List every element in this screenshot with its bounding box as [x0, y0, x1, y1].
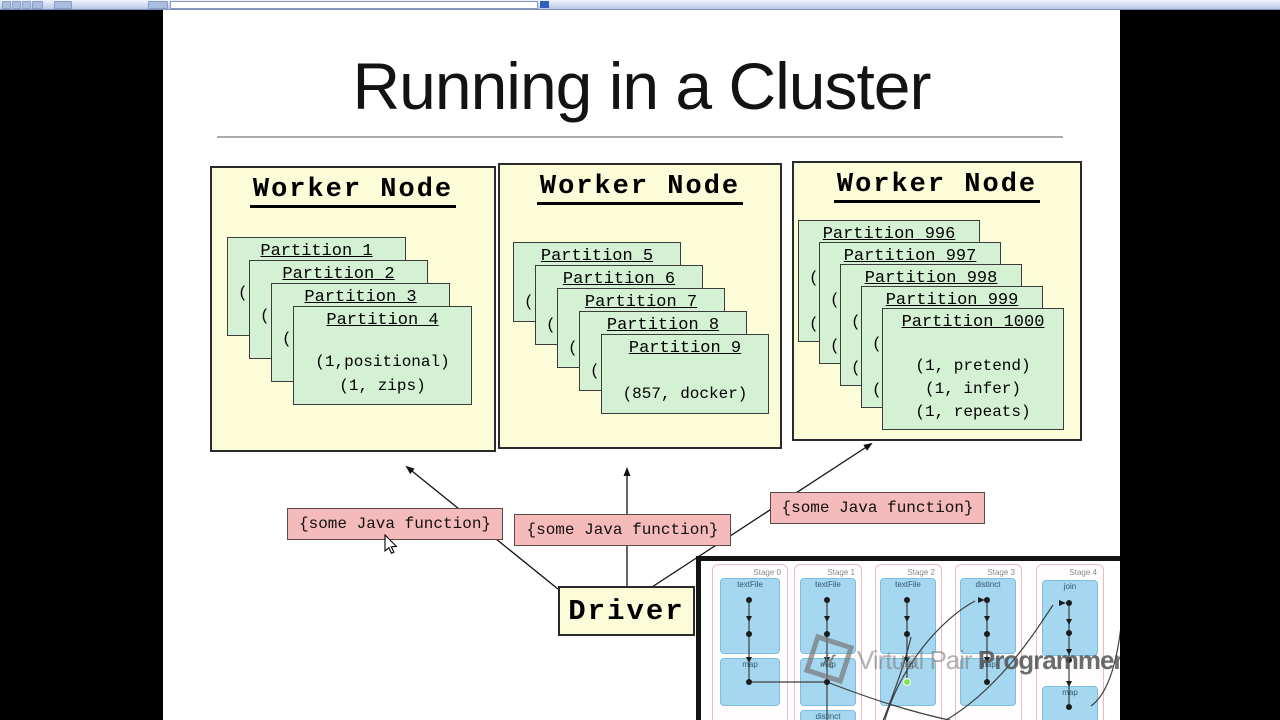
partition-title: Partition 999	[885, 291, 1019, 310]
partition-title: Partition 1	[260, 242, 373, 261]
partition-line: (	[568, 339, 578, 357]
partition-title: Partition 998	[864, 269, 998, 288]
stage-label: Stage 1	[827, 568, 855, 577]
partition-line: (	[872, 335, 882, 353]
partition-title: Partition 3	[304, 288, 417, 307]
partition-title: Partition 6	[562, 270, 676, 289]
task-box: map	[720, 658, 780, 706]
task-label: map	[900, 660, 916, 669]
toolbar-icon-2[interactable]	[12, 1, 21, 9]
task-label: map	[1062, 688, 1078, 697]
stage-label: Stage 0	[753, 568, 781, 577]
function-box: {some Java function}	[770, 492, 985, 524]
task-box: join	[1042, 580, 1098, 656]
partition-title: Partition 997	[843, 247, 977, 266]
task-label: map	[742, 660, 758, 669]
slide-title: Running in a Cluster	[352, 49, 932, 123]
partition-line: (	[260, 307, 270, 325]
partition-card: Partition 4 (1,positional) (1, zips)	[293, 306, 472, 405]
function-box: {some Java function}	[514, 514, 731, 546]
task-label: distinct	[815, 712, 841, 720]
task-box: map	[960, 658, 1016, 706]
toolbar-icon-1[interactable]	[2, 1, 11, 9]
partition-line: (	[872, 381, 882, 399]
go-button[interactable]	[540, 1, 549, 8]
partition-line: (	[524, 293, 534, 311]
partition-line: (857, docker)	[622, 385, 748, 403]
toolbar-icon-3[interactable]	[22, 1, 31, 9]
partition-title: Partition 7	[584, 293, 698, 312]
partition-line: (1, zips)	[339, 377, 426, 395]
stage-label: Stage 2	[907, 568, 935, 577]
task-label: textFile	[895, 580, 921, 589]
function-label: {some Java function}	[781, 499, 974, 517]
partition-line: (	[590, 362, 600, 380]
partition-title: Partition 5	[540, 247, 654, 266]
task-label: join	[1063, 582, 1077, 591]
task-box: textFile	[800, 578, 856, 654]
toolbar-icon-5[interactable]	[148, 1, 168, 9]
partition-line: (1,positional)	[315, 353, 450, 371]
task-box: map	[880, 658, 936, 706]
partition-line: (	[282, 330, 292, 348]
task-box: textFile	[720, 578, 780, 654]
toolbar-icon-4[interactable]	[32, 1, 43, 9]
partition-line: (	[809, 315, 819, 333]
partition-line: (1, repeats)	[915, 403, 1031, 421]
worker-node-title-text: Worker Node	[536, 172, 744, 205]
worker-node-title: Worker Node	[212, 175, 494, 208]
spark-dag-inset: Stage 0 textFile map Stage 1 textFile map dist…	[696, 556, 1128, 720]
function-label: {some Java function}	[526, 521, 719, 539]
partition-line: (	[546, 316, 556, 334]
task-label: distinct	[975, 580, 1001, 589]
stage-label: Stage 4	[1069, 568, 1097, 577]
partition-line: (	[830, 337, 840, 355]
partition-line: (	[238, 284, 248, 302]
mouse-cursor-icon	[384, 534, 398, 555]
pillarbox-left	[0, 9, 163, 720]
task-label: map	[980, 660, 996, 669]
partition-line: (	[851, 359, 861, 377]
toolbar-dropdown-icon[interactable]	[54, 1, 72, 9]
partition-line: (1, pretend)	[915, 357, 1031, 375]
address-input[interactable]	[170, 1, 538, 9]
stage-label: Stage 3	[987, 568, 1015, 577]
task-box: distinct	[960, 578, 1016, 654]
partition-title: Partition 4	[326, 311, 439, 330]
partition-line: (1, infer)	[924, 380, 1021, 398]
task-box: distinct	[800, 710, 856, 720]
worker-node-title-text: Worker Node	[249, 175, 457, 208]
partition-card: Partition 9 (857, docker)	[601, 334, 769, 414]
browser-toolbar	[0, 0, 1280, 10]
worker-node-title: Worker Node	[500, 172, 780, 205]
task-box: textFile	[880, 578, 936, 654]
title-rule	[217, 136, 1063, 138]
task-label: textFile	[737, 580, 763, 589]
task-label: map	[820, 660, 836, 669]
pillarbox-right	[1120, 9, 1280, 720]
task-box: map	[800, 658, 856, 706]
partition-line: (	[830, 291, 840, 309]
partition-line: (	[809, 269, 819, 287]
partition-title: Partition 9	[628, 339, 742, 358]
partition-title: Partition 1000	[901, 313, 1045, 332]
driver-label: Driver	[568, 594, 685, 628]
partition-title: Partition 996	[822, 225, 956, 244]
driver-box: Driver	[558, 586, 695, 636]
worker-node-title-text: Worker Node	[833, 170, 1041, 203]
function-label: {some Java function}	[298, 515, 492, 533]
partition-title: Partition 8	[606, 316, 720, 335]
task-label: textFile	[815, 580, 841, 589]
partition-line: (	[851, 313, 861, 331]
worker-node-title: Worker Node	[794, 170, 1080, 203]
task-box: map	[1042, 686, 1098, 720]
partition-card: Partition 1000 (1, pretend) (1, infer) (1, …	[882, 308, 1064, 430]
partition-title: Partition 2	[282, 265, 395, 284]
